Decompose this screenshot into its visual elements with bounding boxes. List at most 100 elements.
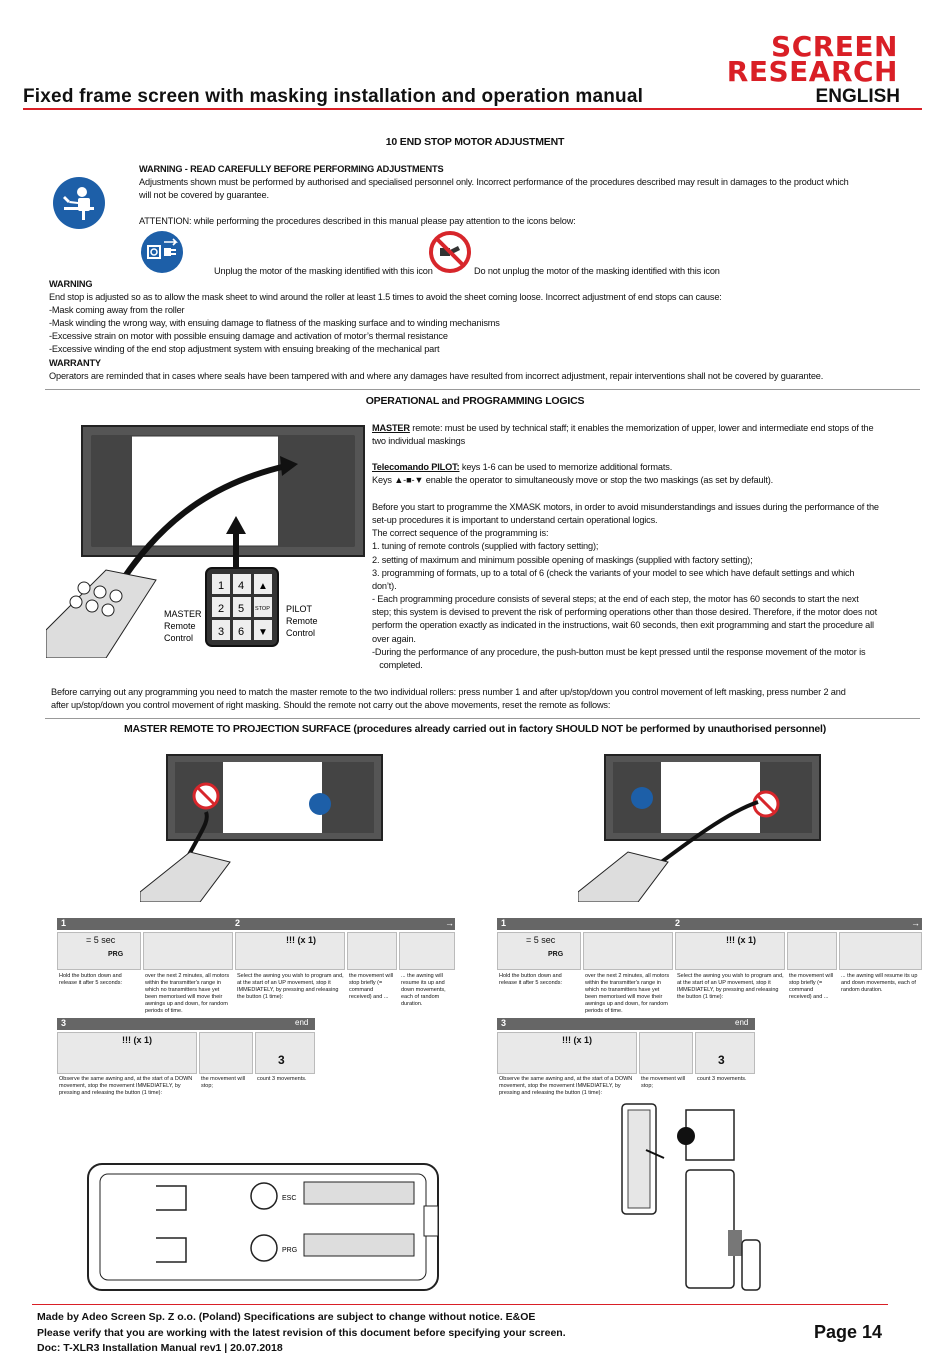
step-image [787, 932, 837, 970]
operational-line: perform the operation exactly as indicat… [372, 620, 874, 630]
pilot-key: 6 [238, 626, 244, 638]
operational-line: step; this system is devised to prevent … [372, 607, 878, 617]
warning2-line: End stop is adjusted so as to allow the … [49, 292, 722, 302]
step-text: over the next 2 minutes, all motors with… [145, 973, 230, 1014]
warning-text-line1: Adjustments shown must be performed by a… [139, 177, 849, 187]
brand-logo: SCREEN RESEARCH [726, 30, 898, 89]
step-text: Hold the button down and release it afte… [59, 973, 122, 986]
step-image [347, 932, 397, 970]
before-programming-line2: after up/stop/down you control movement … [51, 700, 611, 710]
warning2-heading: WARNING [49, 279, 93, 289]
step-number: 3 [501, 1018, 507, 1028]
keys-text: Keys ▲-■-▼ enable the operator to simult… [372, 475, 774, 485]
operational-line: set-up procedures it is important to und… [372, 515, 658, 525]
operational-line: Before you start to programme the XMASK … [372, 502, 879, 512]
footer-divider [32, 1304, 888, 1305]
pilot-label-line1: PILOT [286, 604, 313, 614]
remote-interior-diagram: ESC PRG [87, 1163, 439, 1291]
unplug-icon [141, 231, 183, 273]
unplug-caption: Unplug the motor of the masking identifi… [214, 266, 433, 276]
battery-replacement-illustration [621, 1103, 761, 1291]
operational-line: - Each programming procedure consists of… [372, 594, 859, 604]
footer-line3: Doc: T-XLR3 Installation Manual rev1 | 2… [37, 1342, 283, 1354]
pilot-label-line2: Remote [286, 616, 318, 626]
step-image: !!! (x 1) [235, 932, 345, 970]
operational-line: The correct sequence of the programming … [372, 528, 549, 538]
step-text: the movement will stop; [201, 1076, 246, 1089]
step-text: Observe the same awning and, at the star… [59, 1076, 193, 1096]
do-not-unplug-caption: Do not unplug the motor of the masking i… [474, 266, 720, 276]
step-3-left: 3 end !!! (x 1) 3 Observe the same awnin… [57, 1018, 315, 1096]
step-image [583, 932, 673, 970]
warning2-line: -Mask winding the wrong way, with ensuin… [49, 318, 500, 328]
step-image [639, 1032, 693, 1074]
language-label: ENGLISH [815, 86, 900, 107]
step-text: the movement will stop briefly (= comman… [349, 973, 394, 1000]
section-title-master-remote: MASTER REMOTE TO PROJECTION SURFACE (pro… [123, 723, 827, 735]
left-masking-illustration [140, 754, 383, 902]
master-label-line2: Remote [164, 621, 196, 631]
end-label: end [295, 1018, 309, 1027]
step-text: Select the awning you wish to program an… [237, 973, 344, 1000]
warranty-text: Operators are reminded that in cases whe… [49, 371, 824, 381]
header-divider [23, 108, 922, 110]
step-text: over the next 2 minutes, all motors with… [585, 973, 670, 1014]
end-label: end [735, 1018, 749, 1027]
step-text: count 3 movements. [697, 1076, 747, 1082]
do-not-unplug-icon [429, 231, 471, 273]
pilot-key-stop: STOP [255, 606, 270, 612]
specialised-personnel-icon [53, 177, 105, 229]
pilot-key: 5 [238, 603, 244, 615]
remote-controls-illustration: MASTER Remote Control PILOT Remote Contr… [46, 425, 365, 658]
step-image: 3 [255, 1032, 315, 1074]
pilot-key: 3 [218, 626, 224, 638]
step-text: the movement will stop; [641, 1076, 686, 1089]
warning-heading: WARNING - READ CAREFULLY BEFORE PERFORMI… [139, 164, 444, 174]
section-title-end-stop: 10 END STOP MOTOR ADJUSTMENT [385, 136, 565, 148]
warning2-line: -Excessive strain on motor with possible… [49, 331, 448, 341]
step-number: 1 [61, 918, 67, 928]
step-number: 2 [675, 918, 681, 928]
master-label-line3: Control [164, 633, 193, 643]
step-image [399, 932, 455, 970]
step-number: 1 [501, 918, 507, 928]
step-image [199, 1032, 253, 1074]
page-number: Page 14 [813, 1322, 882, 1342]
document-title: Fixed frame screen with masking installa… [23, 86, 644, 107]
steps-1-2-right: 1 2 → = 5 sec PRG !!! (x 1) Hold the but… [497, 918, 922, 1016]
pilot-key: 2 [218, 603, 224, 615]
warning2-line: -Mask coming away from the roller [49, 305, 185, 315]
operational-line: completed. [372, 660, 423, 670]
operational-line: 3. programming of formats, up to a total… [372, 568, 855, 578]
step-image: = 5 sec PRG [57, 932, 141, 970]
operational-line: don’t). [372, 581, 397, 591]
attention-text: ATTENTION: while performing the procedur… [139, 216, 576, 226]
arrow-icon: → [445, 918, 454, 928]
operational-line: 1. tuning of remote controls (supplied w… [372, 541, 599, 551]
before-programming-line1: Before carrying out any programming you … [51, 687, 846, 697]
step-image: !!! (x 1) [57, 1032, 197, 1074]
step-text: the movement will stop briefly (= comman… [789, 973, 834, 1000]
operational-line: over again. [372, 634, 416, 644]
pilot-remote-text: Telecomando PILOT: keys 1-6 can be used … [372, 462, 673, 472]
pilot-key: 4 [238, 580, 244, 592]
pilot-key: 1 [218, 580, 224, 592]
step-text: Observe the same awning and, at the star… [499, 1076, 633, 1096]
step-number: 2 [235, 918, 241, 928]
section-divider [45, 389, 920, 390]
steps-1-2-left: 1 2 → = 5 sec PRG !!! (x 1) Hold the but… [57, 918, 455, 1016]
step-text: ... the awning will resume its up and do… [841, 973, 918, 993]
step-image: 3 [695, 1032, 755, 1074]
section-divider [45, 718, 920, 719]
prg-label: PRG [282, 1247, 297, 1254]
step-text: Select the awning you wish to program an… [677, 973, 784, 1000]
arrow-icon: → [911, 918, 920, 928]
warning-text-line2: will not be covered by guarantee. [139, 190, 269, 200]
footer: Made by Adeo Screen Sp. Z o.o. (Poland) … [37, 1310, 566, 1357]
master-remote-text: MASTER remote: must be used by technical… [372, 423, 874, 433]
footer-line2: Please verify that you are working with … [37, 1326, 566, 1339]
master-remote-text2: two individual maskings [372, 436, 466, 446]
step-image [839, 932, 922, 970]
pilot-key-up: ▲ [258, 581, 268, 592]
warranty-heading: WARRANTY [49, 358, 101, 368]
